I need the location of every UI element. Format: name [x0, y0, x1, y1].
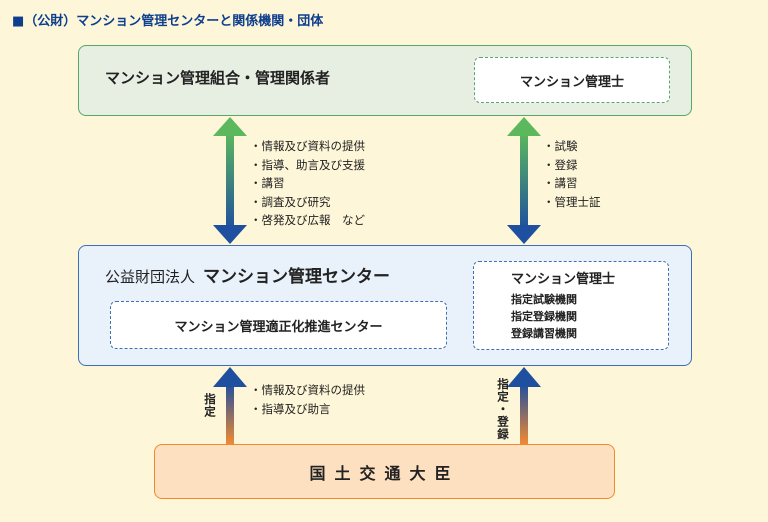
condominium-manager-box-top: マンション管理士: [474, 57, 670, 103]
center-name: マンション管理センター: [203, 267, 391, 287]
designated-role: 登録講習機関: [511, 327, 577, 340]
list-item: 管理士証: [543, 193, 601, 212]
list-item: 講習: [250, 174, 365, 193]
right-up-arrow: [507, 367, 541, 444]
list-item: 調査及び研究: [250, 193, 365, 212]
list-item: 試験: [543, 137, 601, 156]
foundation-prefix: 公益財団法人: [105, 268, 196, 286]
management-association-box: マンション管理組合・管理関係者 マンション管理士: [78, 45, 692, 116]
right-upper-list: 試験 登録 講習 管理士証: [543, 137, 601, 211]
promotion-center-box: マンション管理適正化推進センター: [110, 301, 447, 349]
designated-role: 指定試験機関: [511, 293, 577, 306]
diagram-title: ■（公財）マンション管理センターと関係機関・団体: [12, 14, 324, 29]
left-lower-list: 情報及び資料の提供 指導及び助言: [250, 381, 366, 419]
condominium-manager-heading: マンション管理士: [511, 272, 616, 287]
minister-box: 国土交通大臣: [154, 444, 615, 499]
left-up-arrow: [213, 367, 247, 444]
list-item: 講習: [543, 174, 601, 193]
list-item: 指導及び助言: [250, 400, 365, 419]
left-double-arrow: [213, 117, 247, 244]
list-item: 登録: [543, 156, 601, 175]
left-upper-list: 情報及び資料の提供 指導、助言及び支援 講習 調査及び研究 啓発及び広報 など: [250, 137, 366, 230]
left-designation-label: 指定: [203, 393, 217, 418]
management-center-label: 公益財団法人マンション管理センター: [105, 262, 390, 287]
right-double-arrow: [507, 117, 541, 244]
list-item: 情報及び資料の提供: [250, 381, 366, 400]
list-item: 指導、助言及び支援: [250, 156, 366, 175]
right-designation-label: 指定・登録: [496, 378, 510, 441]
management-association-label: マンション管理組合・管理関係者: [105, 69, 331, 87]
designated-role: 指定登録機関: [511, 310, 577, 323]
list-item: 啓発及び広報 など: [250, 211, 366, 230]
list-item: 情報及び資料の提供: [250, 137, 366, 156]
management-center-box: 公益財団法人マンション管理センター マンション管理適正化推進センター マンション…: [78, 245, 692, 366]
condominium-manager-box-mid: マンション管理士 指定試験機関 指定登録機関 登録講習機関: [473, 261, 669, 350]
